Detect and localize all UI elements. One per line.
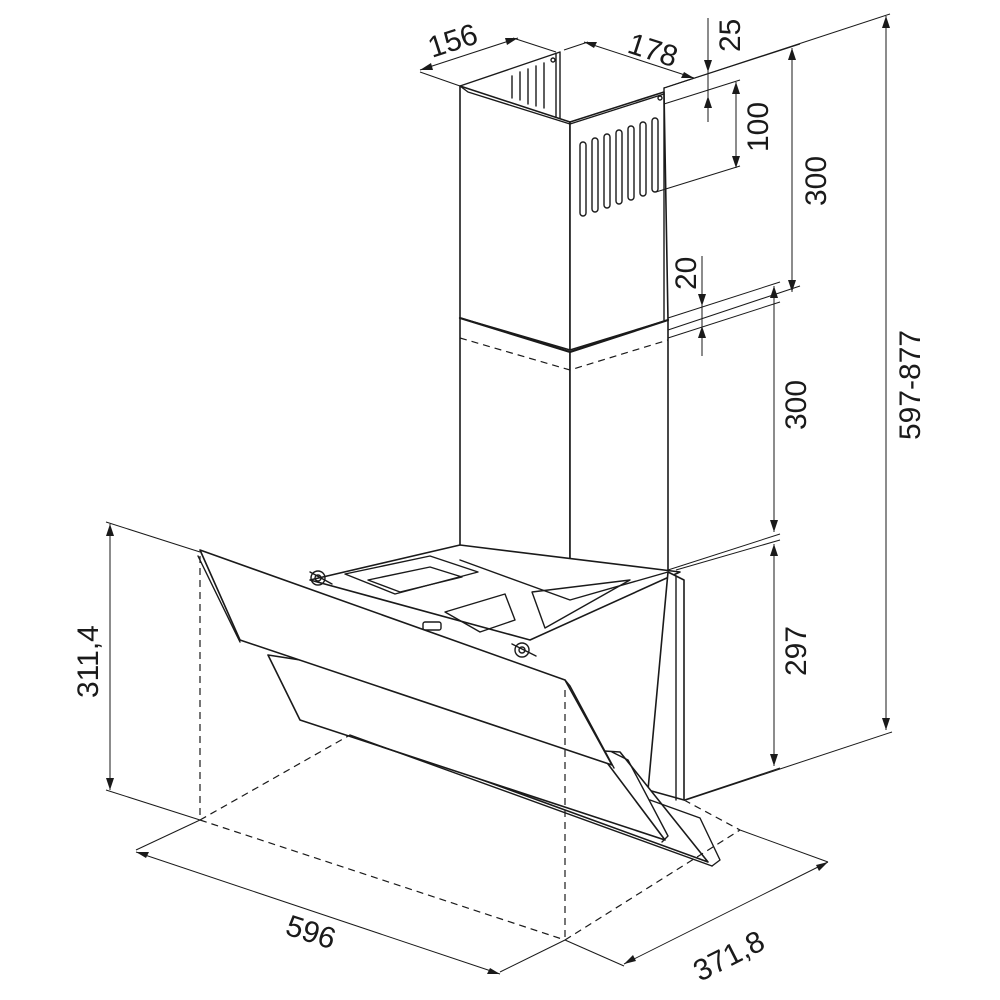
upper-chimney (459, 51, 669, 351)
glass-panels (197, 549, 721, 867)
dim-chimney-depth: 178 (624, 27, 682, 74)
vent-slots (579, 117, 659, 217)
dim-lower-chimney-height: 300 (780, 380, 813, 430)
dim-vent-height: 100 (742, 102, 775, 152)
dim-hood-depth: 371,8 (688, 925, 770, 988)
dim-top-offset: 25 (714, 19, 747, 52)
dim-hood-width: 596 (282, 909, 340, 956)
dim-upper-chimney-height: 300 (800, 156, 833, 206)
dim-total-height: 597-877 (894, 330, 927, 440)
dim-glass-height: 311,4 (72, 625, 105, 698)
footprint-outline (199, 556, 741, 941)
back-vent-slots (511, 62, 545, 109)
hinge-right (511, 642, 537, 658)
dim-chimney-width: 156 (424, 18, 482, 65)
dim-hood-height: 297 (780, 626, 813, 676)
dimension-lines (105, 13, 893, 975)
hinge-left (309, 570, 333, 586)
dim-overlap: 20 (670, 257, 703, 290)
lower-chimney (458, 316, 670, 601)
